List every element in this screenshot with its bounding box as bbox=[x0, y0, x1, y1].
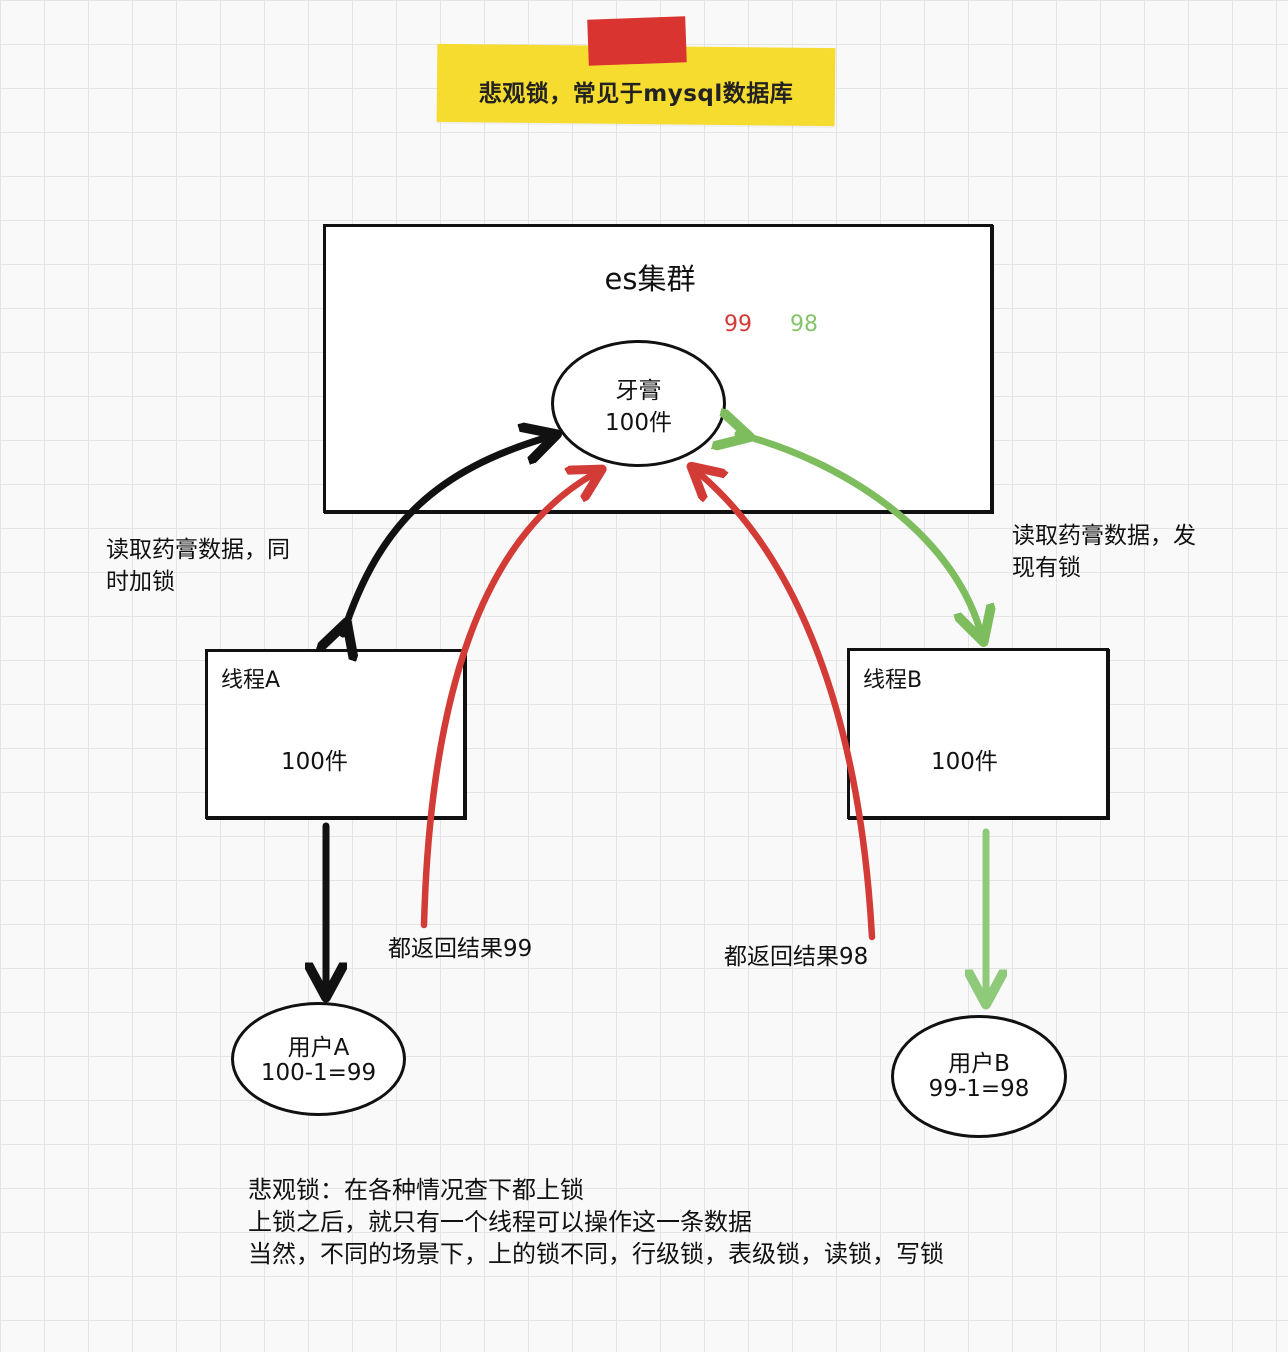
value-red: 99 bbox=[724, 312, 752, 337]
sticky-note-text: 悲观锁，常见于mysql数据库 bbox=[478, 81, 794, 107]
thread-b-count: 100件 bbox=[931, 749, 998, 775]
label-return-98: 都返回结果98 bbox=[724, 944, 869, 970]
label-read-found-line2: 现有锁 bbox=[1012, 555, 1081, 581]
user-b-name: 用户B bbox=[948, 1051, 1010, 1077]
user-a-name: 用户A bbox=[287, 1035, 350, 1061]
thread-b-title: 线程B bbox=[863, 668, 923, 693]
label-read-lock-line1: 读取药膏数据，同 bbox=[106, 537, 290, 563]
label-read-found-line1: 读取药膏数据，发 bbox=[1012, 523, 1196, 549]
toothpaste-name: 牙膏 bbox=[615, 378, 662, 404]
label-read-found: 读取药膏数据，发 现有锁 bbox=[1012, 520, 1196, 584]
note-line-1: 悲观锁：在各种情况查下都上锁 bbox=[248, 1176, 584, 1204]
user-b-calc: 99-1=98 bbox=[928, 1076, 1030, 1102]
note-line-2: 上锁之后，就只有一个线程可以操作这一条数据 bbox=[248, 1208, 752, 1236]
toothpaste-count: 100件 bbox=[605, 410, 672, 436]
label-return-99: 都返回结果99 bbox=[388, 936, 533, 962]
user-a-calc: 100-1=99 bbox=[260, 1060, 377, 1086]
arrow-read-lock bbox=[343, 438, 545, 634]
value-green: 98 bbox=[790, 312, 818, 337]
user-b-node: 用户B 99-1=98 bbox=[891, 1015, 1067, 1138]
arrow-return-98 bbox=[700, 474, 876, 941]
es-cluster-title: es集群 bbox=[604, 262, 696, 296]
thread-a-count: 100件 bbox=[281, 749, 348, 775]
label-read-lock: 读取药膏数据，同 时加锁 bbox=[106, 534, 290, 598]
notes-block: 悲观锁：在各种情况查下都上锁 上锁之后，就只有一个线程可以操作这一条数据 当然，… bbox=[248, 1174, 944, 1270]
thread-a-box: 线程A 100件 bbox=[205, 649, 466, 819]
label-read-lock-line2: 时加锁 bbox=[106, 569, 175, 595]
user-a-node: 用户A 100-1=99 bbox=[231, 1002, 406, 1116]
arrow-read-found-lock bbox=[738, 434, 980, 630]
thread-b-box: 线程B 100件 bbox=[847, 648, 1109, 819]
note-line-3: 当然，不同的场景下，上的锁不同，行级锁，表级锁，读锁，写锁 bbox=[248, 1240, 944, 1268]
toothpaste-node: 牙膏 100件 bbox=[551, 340, 726, 467]
thread-a-title: 线程A bbox=[221, 668, 281, 693]
arrow-return-99 bbox=[420, 475, 592, 929]
